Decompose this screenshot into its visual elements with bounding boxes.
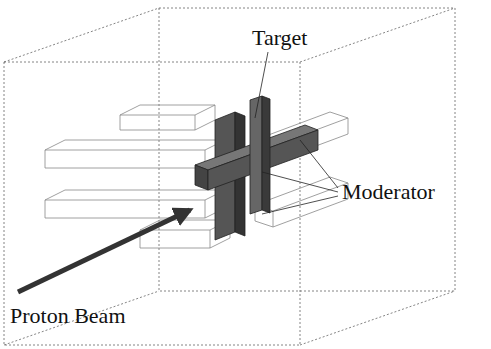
moderator-bars [45, 105, 348, 248]
part-label: Moderator [342, 180, 435, 204]
proton-beam-arrow [18, 210, 190, 292]
target-body [195, 96, 318, 240]
outer-cube [4, 8, 455, 345]
leader-lines [255, 52, 338, 214]
part-label: Target [252, 26, 307, 50]
part-label: Proton Beam [10, 304, 126, 328]
